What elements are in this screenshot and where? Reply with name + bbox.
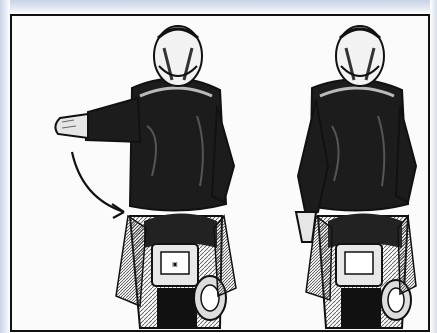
frame-top-shadow (0, 0, 437, 14)
illustration-panel: ▣ (10, 14, 430, 332)
right-motorcycle-icon (306, 214, 416, 329)
illustration-svg: ▣ (12, 16, 430, 332)
right-helmet-icon (336, 26, 384, 86)
left-rider: ▣ (55, 26, 236, 328)
left-motorcycle-icon: ▣ (116, 214, 236, 329)
right-rider (296, 26, 416, 328)
frame-right-shadow (430, 0, 437, 333)
frame-left-shadow (0, 0, 10, 333)
downward-motion-arrow-icon (72, 152, 124, 218)
left-arm-extended (55, 98, 140, 142)
left-helmet-icon (154, 26, 202, 86)
svg-text:▣: ▣ (172, 261, 178, 268)
